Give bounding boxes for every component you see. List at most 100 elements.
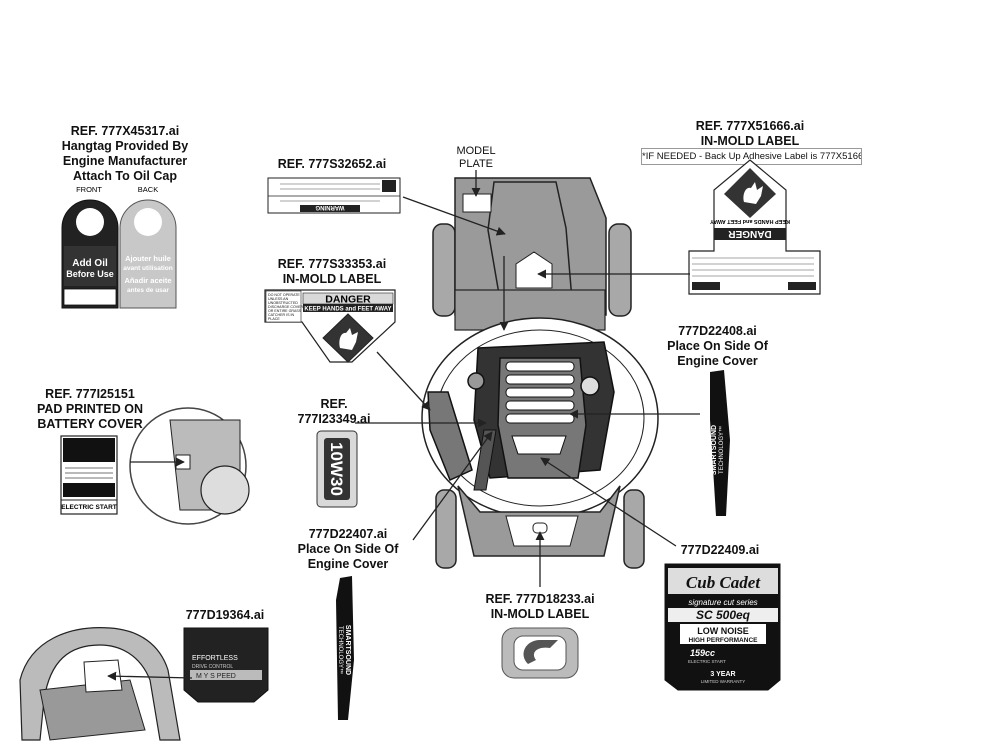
model-plate-line2: PLATE: [458, 158, 494, 170]
oil-grade-text: 10W30: [327, 442, 346, 496]
d22409-ref: 777D22409.ai: [680, 543, 760, 557]
callout-i23349: REF. 777I23349.ai: [294, 397, 374, 427]
arrow-d22407: [412, 431, 493, 541]
hangtag-front-panel: [64, 246, 116, 286]
smartsound-right-1: SMARTSOUND: [711, 425, 718, 475]
smartsound-strip-right: SMARTSOUND TECHNOLOGY™: [710, 370, 730, 516]
hangtag-back-text4: antes de usar: [127, 287, 169, 294]
smartsound-left-2: TECHNOLOGY™: [337, 626, 344, 674]
d22408-ref: 777D22408.ai: [678, 324, 757, 338]
hangtag-back-text3: Añadir aceite: [124, 276, 171, 285]
engine-decal-area: [511, 435, 567, 455]
arrow-d22409: [540, 457, 677, 547]
decal-cc: 159cc: [690, 648, 715, 658]
arrow-s33353: [376, 351, 431, 411]
callout-model-plate: MODEL PLATE: [446, 145, 506, 171]
smartsound-strip-left: SMARTSOUND TECHNOLOGY™: [336, 576, 354, 720]
danger-side-6: CATCHER IS IN: [268, 313, 294, 317]
hangtag-desc-1: Hangtag Provided By: [61, 139, 189, 153]
leader-lines: [107, 170, 700, 681]
s32652-ref: REF. 777S32652.ai: [277, 157, 387, 171]
x51666-ref: REF. 777X51666.ai: [695, 119, 805, 133]
front-wheel-left: [435, 489, 457, 569]
hangtag-desc-3: Attach To Oil Cap: [73, 169, 177, 183]
hangtag-front-icons: [63, 288, 117, 306]
danger-side-1: DO NOT OPERATE: [268, 293, 300, 297]
decal-series: signature cut series: [688, 598, 757, 607]
callout-d22407: 777D22407.ai Place On Side Of Engine Cov…: [288, 527, 408, 572]
battery-detail-inset: [129, 407, 250, 525]
callout-s33353: REF. 777S33353.ai IN-MOLD LABEL: [262, 257, 402, 287]
decal-brand: Cub Cadet: [686, 573, 761, 592]
d22407-ref: 777D22407.ai: [308, 527, 388, 541]
oil-label-i23349: 10W30: [316, 430, 358, 508]
speed-line1: EFFORTLESS: [192, 655, 238, 662]
handle-detail: [19, 627, 181, 741]
d18233-ref: REF. 777D18233.ai: [485, 592, 595, 606]
danger-side-4: DISCHARGE COVER: [268, 305, 304, 309]
cub-logo-icon: [523, 640, 558, 664]
danger-title: DANGER: [325, 294, 371, 306]
rear-wheel-right: [608, 223, 632, 317]
speed-line2: DRIVE CONTROL: [192, 664, 233, 670]
d22407-desc-1: Place On Side Of: [297, 542, 399, 556]
hangtag-front-text1: Add Oil: [72, 258, 108, 269]
d22408-desc-1: Place On Side Of: [667, 339, 768, 353]
speed-line3: M Y S PEED: [196, 673, 236, 680]
hangtag-back-hole: [134, 208, 162, 236]
i25151-desc-1: PAD PRINTED ON: [36, 402, 144, 416]
x51666-danger-title: DANGER: [728, 228, 772, 239]
hangtag-decal: FRONT BACK Add Oil Before Use Ajouter hu…: [61, 185, 177, 309]
decal-warranty2: LIMITED WARRANTY: [701, 679, 746, 684]
decal-model: SC 500eq: [696, 608, 751, 622]
s33353-ref: REF. 777S33353.ai: [277, 257, 387, 271]
d22408-desc-2: Engine Cover: [677, 354, 758, 368]
arrow-s32652: [402, 196, 506, 236]
front-wheel-right: [623, 489, 645, 569]
battery-footer: ELECTRIC START: [61, 504, 117, 511]
front-badge-logo: [532, 522, 548, 534]
s33353-desc: IN-MOLD LABEL: [282, 272, 382, 286]
x51666-desc: IN-MOLD LABEL: [700, 134, 800, 148]
danger-sub: KEEP HANDS and FEET AWAY: [304, 307, 391, 313]
engine-cover-grille: [505, 361, 575, 424]
model-plate-line1: MODEL: [456, 145, 496, 157]
engine-decal-d22409: Cub Cadet signature cut series SC 500eq …: [664, 563, 781, 691]
arrow-speed: [107, 671, 193, 681]
callout-x51666: REF. 777X51666.ai IN-MOLD LABEL: [660, 119, 840, 149]
warning-label-s32652: WARNING: [267, 177, 401, 214]
mower-top-view: [421, 177, 659, 569]
hand-hazard-icon: [339, 328, 358, 350]
model-plate: [462, 193, 492, 213]
i23349-ref: REF.: [320, 397, 348, 411]
oil-cap: [467, 372, 485, 390]
danger-label-s33353: DANGER KEEP HANDS and FEET AWAY DO NOT O…: [264, 289, 396, 363]
x51666-hand-icon: [743, 182, 763, 204]
inmold-logo-d18233: [501, 627, 579, 679]
callout-hangtag: REF. 777X45317.ai Hangtag Provided By En…: [40, 124, 210, 184]
callout-d18233: REF. 777D18233.ai IN-MOLD LABEL: [475, 592, 605, 622]
smartsound-right-2: TECHNOLOGY™: [718, 426, 725, 474]
danger-label-x51666: DANGER KEEP HANDS and FEET AWAY: [688, 159, 821, 295]
d19364-ref: 777D19364.ai: [185, 608, 265, 622]
danger-side-7: PLACE: [268, 317, 280, 321]
hangtag-desc-2: Engine Manufacturer: [62, 154, 188, 168]
hangtag-front-title: FRONT: [76, 185, 102, 194]
callout-s32652: REF. 777S32652.ai: [262, 157, 402, 172]
hangtag-back-text2: avant utilisation: [123, 265, 173, 272]
handle-label-area: [83, 659, 123, 693]
x51666-danger-sub: KEEP HANDS and FEET AWAY: [710, 218, 790, 224]
callout-i25151: REF. 777I25151 PAD PRINTED ON BATTERY CO…: [20, 387, 160, 432]
battery-label-i25151: ELECTRIC START: [60, 435, 118, 515]
hangtag-back-title: BACK: [138, 185, 158, 194]
decal-noise1: LOW NOISE: [697, 626, 749, 636]
callout-d22408: 777D22408.ai Place On Side Of Engine Cov…: [655, 324, 780, 369]
bag-danger-area: [515, 251, 553, 289]
i25151-ref: REF. 777I25151: [45, 387, 135, 401]
hangtag-back: [119, 199, 177, 309]
hangtag-back-text1: Ajouter huile: [125, 254, 171, 263]
d18233-desc: IN-MOLD LABEL: [490, 607, 590, 621]
decal-noise2: HIGH PERFORMANCE: [689, 637, 759, 644]
danger-side-5: OR ENTIRE GRASS: [268, 309, 302, 313]
engine-side-strip: [473, 429, 497, 491]
